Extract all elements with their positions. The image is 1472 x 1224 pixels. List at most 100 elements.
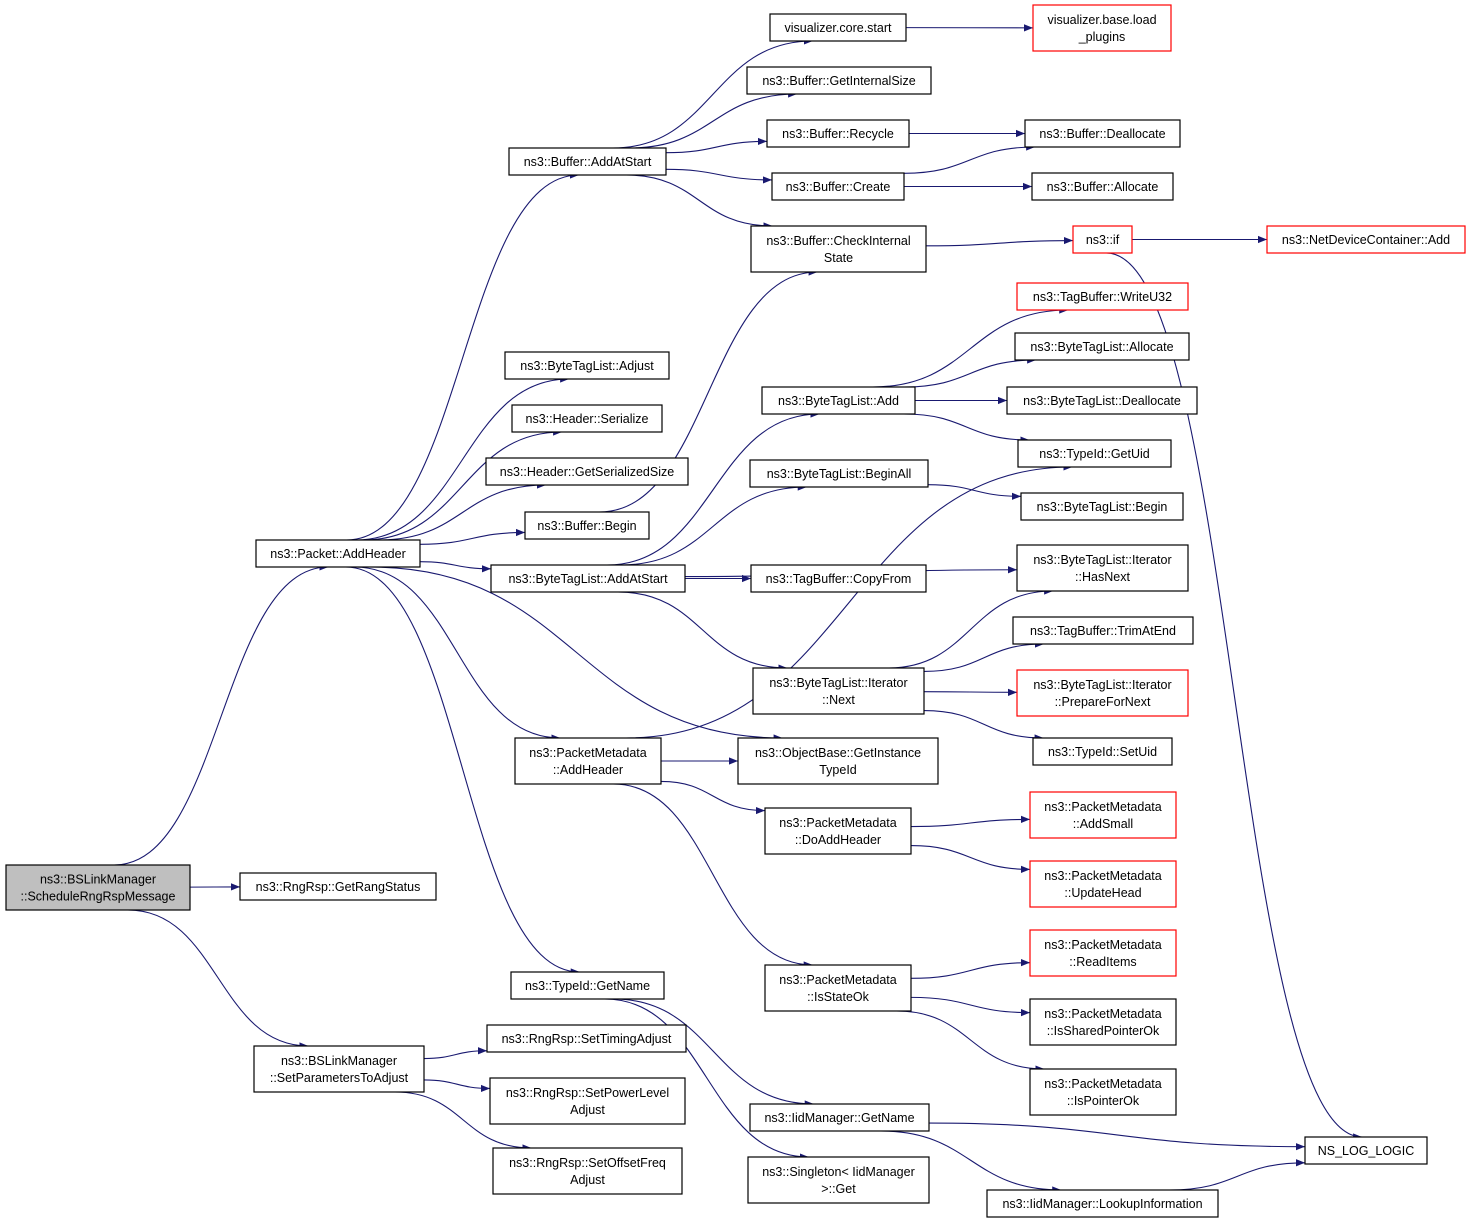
node-btl-adjust[interactable]: ns3::ByteTagList::Adjust xyxy=(504,351,670,380)
node-box xyxy=(750,564,927,593)
node-label: ns3::ObjectBase::GetInstance xyxy=(755,746,921,760)
node-label: ns3::Packet::AddHeader xyxy=(270,547,406,561)
node-vis-base-load[interactable]: visualizer.base.load_plugins xyxy=(1032,4,1172,52)
node-label: ns3::Buffer::Allocate xyxy=(1047,180,1159,194)
node-label: ns3::NetDeviceContainer::Add xyxy=(1282,233,1450,247)
node-rr-settiming[interactable]: ns3::RngRsp::SetTimingAdjust xyxy=(486,1024,687,1053)
node-box xyxy=(1266,225,1466,254)
node-label: ns3::TypeId::SetUid xyxy=(1048,745,1157,759)
node-hdr-getsersize[interactable]: ns3::Header::GetSerializedSize xyxy=(485,457,689,486)
node-singleton-get[interactable]: ns3::Singleton< IidManager>::Get xyxy=(747,1156,930,1204)
node-tb-writeu32[interactable]: ns3::TagBuffer::WriteU32 xyxy=(1016,282,1189,311)
node-label: ns3::ByteTagList::Allocate xyxy=(1030,340,1173,354)
node-hdr-serialize[interactable]: ns3::Header::Serialize xyxy=(511,404,663,433)
node-box xyxy=(1012,616,1194,645)
node-label: ::AddHeader xyxy=(553,763,623,777)
edge-root-to-addheader xyxy=(114,563,329,866)
node-typeid-getuid[interactable]: ns3::TypeId::GetUid xyxy=(1017,439,1172,468)
node-btl-it-prepare[interactable]: ns3::ByteTagList::Iterator::PrepareForNe… xyxy=(1016,669,1189,717)
node-btl-begin[interactable]: ns3::ByteTagList::Begin xyxy=(1020,492,1184,521)
node-pm-addsmall[interactable]: ns3::PacketMetadata::AddSmall xyxy=(1029,791,1177,839)
node-iid-getname[interactable]: ns3::IidManager::GetName xyxy=(749,1103,930,1132)
node-box xyxy=(511,404,663,433)
node-buf-begin[interactable]: ns3::Buffer::Begin xyxy=(524,511,650,540)
node-label: ns3::Buffer::Begin xyxy=(537,519,636,533)
node-box xyxy=(514,737,662,785)
node-btl-beginall[interactable]: ns3::ByteTagList::BeginAll xyxy=(749,459,929,488)
node-iid-lookupinfo[interactable]: ns3::IidManager::LookupInformation xyxy=(986,1189,1219,1218)
node-getrangstatus[interactable]: ns3::RngRsp::GetRangStatus xyxy=(239,872,437,901)
node-buf-getinternalsize[interactable]: ns3::Buffer::GetInternalSize xyxy=(746,66,932,95)
node-pm-issharedptrok[interactable]: ns3::PacketMetadata::IsSharedPointerOk xyxy=(1029,998,1177,1046)
node-btl-allocate[interactable]: ns3::ByteTagList::Allocate xyxy=(1014,332,1190,361)
node-ns-log-logic[interactable]: NS_LOG_LOGIC xyxy=(1304,1136,1428,1165)
node-box xyxy=(750,225,927,273)
edge-setparams-to-rr_setoffset xyxy=(395,1091,532,1152)
node-label: ns3::Header::GetSerializedSize xyxy=(500,465,674,479)
node-btl-deallocate[interactable]: ns3::ByteTagList::Deallocate xyxy=(1006,386,1198,415)
node-label: ::PrepareForNext xyxy=(1055,695,1151,709)
node-label: ns3::ByteTagList::BeginAll xyxy=(767,467,912,481)
edge-setparams-to-rr_setpower xyxy=(423,1079,491,1093)
node-ndc-add[interactable]: ns3::NetDeviceContainer::Add xyxy=(1266,225,1466,254)
edge-btl_add-to-btl_allocate xyxy=(904,356,1037,388)
node-label: ns3::Buffer::Deallocate xyxy=(1039,127,1165,141)
node-box xyxy=(1024,119,1181,148)
node-label: ns3::Buffer::GetInternalSize xyxy=(762,74,915,88)
node-label: ns3::ByteTagList::Add xyxy=(778,394,899,408)
node-label: ns3::TagBuffer::TrimAtEnd xyxy=(1030,624,1176,638)
node-root[interactable]: ns3::BSLinkManager::ScheduleRngRspMessag… xyxy=(5,864,191,911)
node-btl-it-next[interactable]: ns3::ByteTagList::Iterator::Next xyxy=(752,667,925,715)
node-btl-add[interactable]: ns3::ByteTagList::Add xyxy=(761,386,916,415)
node-label: visualizer.base.load xyxy=(1047,13,1156,27)
node-box xyxy=(986,1189,1219,1218)
node-box xyxy=(490,564,686,593)
node-tb-copyfrom[interactable]: ns3::TagBuffer::CopyFrom xyxy=(750,564,927,593)
node-pm-readitems[interactable]: ns3::PacketMetadata::ReadItems xyxy=(1029,929,1177,977)
edge-addheader-to-hdr_getsersize xyxy=(378,481,547,541)
node-pm-isstateok[interactable]: ns3::PacketMetadata::IsStateOk xyxy=(764,964,912,1012)
edge-setparams-to-rr_settiming xyxy=(423,1047,488,1060)
node-buf-addatstart[interactable]: ns3::Buffer::AddAtStart xyxy=(508,147,667,176)
node-label: ns3::Singleton< IidManager xyxy=(762,1165,915,1179)
node-buf-create[interactable]: ns3::Buffer::Create xyxy=(771,172,905,201)
node-pm-updatehead[interactable]: ns3::PacketMetadata::UpdateHead xyxy=(1029,860,1177,908)
node-buf-deallocate[interactable]: ns3::Buffer::Deallocate xyxy=(1024,119,1181,148)
node-buf-recycle[interactable]: ns3::Buffer::Recycle xyxy=(766,119,910,148)
node-label: ns3::BSLinkManager xyxy=(281,1054,397,1068)
node-label: ns3::ByteTagList::Adjust xyxy=(520,359,654,373)
node-box xyxy=(524,511,650,540)
node-pm-ispointerok[interactable]: ns3::PacketMetadata::IsPointerOk xyxy=(1029,1068,1177,1116)
node-label: ns3::TypeId::GetName xyxy=(525,979,650,993)
node-typeid-setuid[interactable]: ns3::TypeId::SetUid xyxy=(1032,737,1173,766)
node-box xyxy=(255,539,421,568)
edge-pm_doaddheader-to-pm_addsmall xyxy=(910,815,1031,828)
node-setparams[interactable]: ns3::BSLinkManager::SetParametersToAdjus… xyxy=(253,1045,425,1093)
node-ns3-if[interactable]: ns3::if xyxy=(1072,225,1133,254)
node-label: ns3::RngRsp::SetTimingAdjust xyxy=(502,1032,672,1046)
node-tb-trimatend[interactable]: ns3::TagBuffer::TrimAtEnd xyxy=(1012,616,1194,645)
edge-buf_addatstart-to-vis_core_start xyxy=(612,37,813,149)
edge-buf_addatstart-to-buf_getinternalsize xyxy=(629,90,798,149)
node-pm-addheader[interactable]: ns3::PacketMetadata::AddHeader xyxy=(514,737,662,785)
node-label: ::IsSharedPointerOk xyxy=(1047,1024,1160,1038)
node-btl-addatstart[interactable]: ns3::ByteTagList::AddAtStart xyxy=(490,564,686,593)
edge-pm_addheader-to-typeid_getuid xyxy=(625,463,1073,739)
node-label: ns3::RngRsp::GetRangStatus xyxy=(256,880,421,894)
node-btl-it-hasnext[interactable]: ns3::ByteTagList::Iterator::HasNext xyxy=(1016,544,1189,592)
node-addheader[interactable]: ns3::Packet::AddHeader xyxy=(255,539,421,568)
node-typeid-getname[interactable]: ns3::TypeId::GetName xyxy=(510,971,665,1000)
node-label: State xyxy=(824,251,853,265)
node-pm-doaddheader[interactable]: ns3::PacketMetadata::DoAddHeader xyxy=(764,807,912,855)
node-vis-core-start[interactable]: visualizer.core.start xyxy=(769,13,907,42)
node-label: ::DoAddHeader xyxy=(795,833,881,847)
edge-addheader-to-btl_adjust xyxy=(355,375,570,541)
node-label: ns3::PacketMetadata xyxy=(1044,800,1161,814)
node-box xyxy=(1072,225,1133,254)
node-buf-allocate[interactable]: ns3::Buffer::Allocate xyxy=(1031,172,1174,201)
node-box xyxy=(1016,669,1189,717)
